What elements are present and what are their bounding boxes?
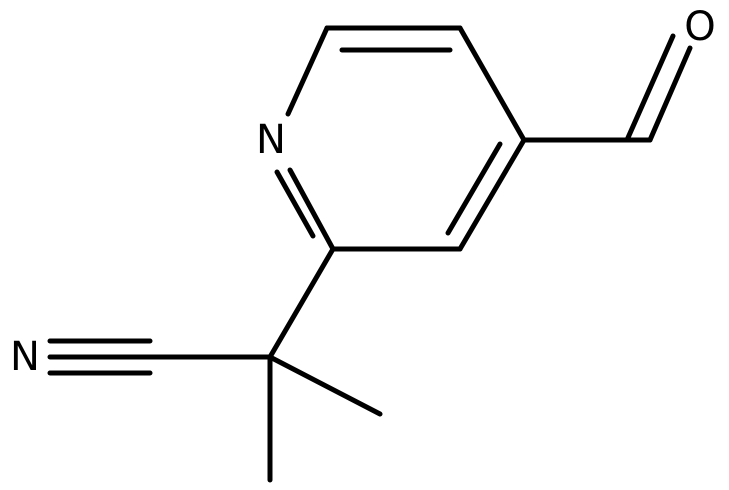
bond-c2-n1	[287, 167, 336, 252]
bond-c-o-double-inner	[624, 33, 676, 143]
aldehyde-group	[521, 33, 693, 143]
bond-c2-cq	[267, 246, 336, 360]
atom-label-pyridine-n: N	[256, 117, 286, 163]
bond-c-o-double	[647, 45, 693, 143]
bond-c2-n1-inner	[274, 169, 316, 239]
atom-label-nitrile-n: N	[10, 334, 40, 380]
bond-c4-c3	[457, 137, 527, 252]
bond-methyl-1	[267, 354, 383, 417]
bond-n1-c6	[285, 25, 330, 117]
pyridine-ring	[274, 25, 527, 252]
dimethyl-nitrile-group	[47, 246, 383, 483]
bond-c4-c3-inner	[445, 141, 503, 236]
atom-label-carbonyl-o: O	[684, 4, 715, 50]
bond-c5-c4	[457, 25, 527, 143]
